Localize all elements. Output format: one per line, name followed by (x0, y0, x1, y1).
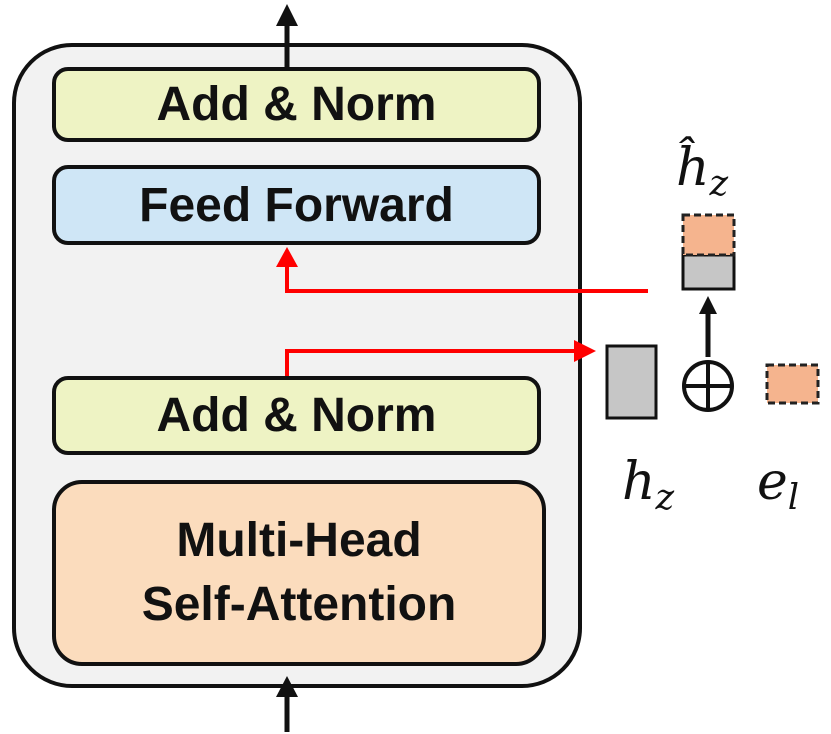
output-arrow (276, 4, 298, 67)
el-vector-box (765, 363, 820, 405)
feed-forward-block: Feed Forward (52, 165, 541, 245)
add-norm-top-label: Add & Norm (156, 78, 437, 131)
hhat-z-label: ĥz (676, 138, 729, 204)
multi-head-self-attention-block: Multi-Head Self-Attention (52, 480, 546, 666)
red-arrow-to-hz (285, 340, 596, 376)
hhat-gray-part (681, 253, 736, 291)
input-arrow (276, 676, 298, 732)
oplus-icon (682, 360, 734, 412)
hz-label: hz (622, 452, 675, 518)
el-label: el (757, 452, 800, 518)
add-norm-bottom-block: Add & Norm (52, 376, 541, 455)
mhsa-label-line2: Self-Attention (141, 578, 457, 631)
hz-vector-box (605, 344, 658, 420)
red-arrow-to-feed-forward (276, 247, 648, 293)
hhat-orange-part (681, 213, 736, 257)
add-norm-bottom-label: Add & Norm (156, 389, 437, 442)
mhsa-label-line1: Multi-Head (176, 514, 422, 567)
oplus-to-hhat-arrow (699, 296, 717, 357)
add-norm-top-block: Add & Norm (52, 67, 541, 142)
feed-forward-label: Feed Forward (139, 178, 454, 232)
